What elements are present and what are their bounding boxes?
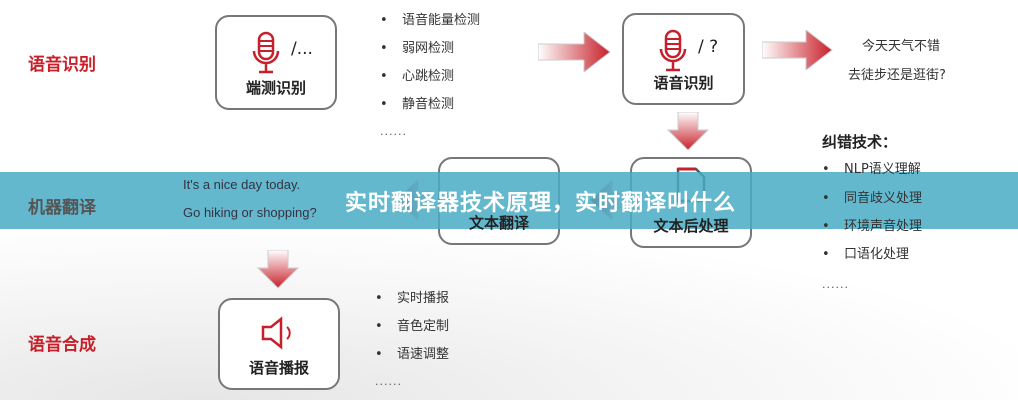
list-item: 心跳检测 <box>380 65 454 84</box>
arrow-down-icon <box>256 250 300 289</box>
endpoint-detection-box: /... 端测识别 <box>215 15 337 110</box>
asr-output-line: 今天天气不错 <box>862 39 941 54</box>
arrow-right-icon <box>538 32 611 72</box>
list-item: 音色定制 <box>375 315 449 334</box>
box-caption: 文本翻译 <box>468 214 529 232</box>
list-item: 口语化处理 <box>822 243 909 262</box>
english-line: It's a nice day today. <box>183 177 301 192</box>
label-tts: 语音合成 <box>28 335 96 355</box>
asr-output-line: 去徒步还是逛街? <box>848 68 946 83</box>
label-asr: 语音识别 <box>28 55 96 75</box>
box-suffix: / ? <box>698 37 719 57</box>
box-suffix: /... <box>291 39 313 59</box>
list-item: 同音歧义处理 <box>822 187 922 206</box>
microphone-icon <box>659 29 687 72</box>
arrow-down-icon <box>666 112 710 151</box>
ellipsis: ...... <box>822 278 849 291</box>
ellipsis: ...... <box>380 125 407 138</box>
label-mt: 机器翻译 <box>28 198 96 218</box>
box-caption: 语音识别 <box>653 74 714 92</box>
microphone-icon <box>252 31 280 74</box>
box-caption: 语音播报 <box>248 359 309 377</box>
list-item: 语音能量检测 <box>380 9 480 28</box>
correction-title: 纠错技术： <box>822 133 898 151</box>
arrow-right-icon <box>762 30 833 70</box>
speaker-icon <box>261 316 291 350</box>
ellipsis: ...... <box>375 375 402 388</box>
list-item: 实时播报 <box>375 287 449 306</box>
english-line: Go hiking or shopping? <box>183 205 317 220</box>
list-item: 环境声音处理 <box>822 215 922 234</box>
list-item: NLP语义理解 <box>822 158 921 177</box>
list-item: 弱网检测 <box>380 37 454 56</box>
list-item: 语速调整 <box>375 343 449 362</box>
speech-recognition-box: / ? 语音识别 <box>622 13 745 105</box>
banner-title: 实时翻译器技术原理，实时翻译叫什么 <box>345 190 737 216</box>
list-item: 静音检测 <box>380 93 454 112</box>
voice-broadcast-box: 语音播报 <box>218 298 340 390</box>
box-caption: 文本后处理 <box>653 217 729 235</box>
box-caption: 端测识别 <box>245 79 306 97</box>
